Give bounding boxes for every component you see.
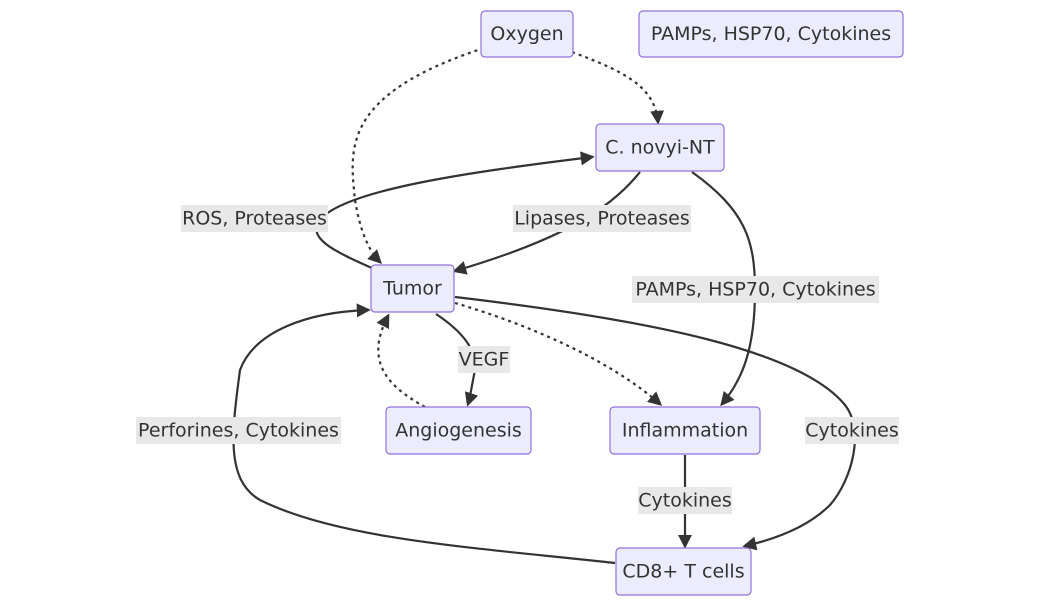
node-inflammation-label: Inflammation — [622, 420, 748, 442]
edge-label-vegf-text: VEGF — [459, 349, 510, 371]
node-tumor-label: Tumor — [382, 278, 442, 300]
node-oxygen[interactable]: Oxygen — [480, 10, 574, 58]
edges — [232, 46, 856, 565]
node-tumor[interactable]: Tumor — [370, 264, 455, 313]
edge-label-pamps-hsp70-cytokines-text: PAMPs, HSP70, Cytokines — [635, 279, 875, 301]
edge-label-lipases-proteases-text: Lipases, Proteases — [514, 208, 690, 230]
edge-label-cytokines-tumor-cd8-text: Cytokines — [805, 420, 899, 442]
edge-tumor-to-angiogenesis — [435, 313, 479, 407]
node-cd8-t-cells[interactable]: CD8+ T cells — [615, 547, 752, 596]
node-angiogenesis-label: Angiogenesis — [395, 420, 522, 442]
node-pamps-hsp70-cytokines-label: PAMPs, HSP70, Cytokines — [651, 23, 891, 45]
node-cnovyi-nt[interactable]: C. novyi-NT — [595, 123, 725, 172]
node-inflammation[interactable]: Inflammation — [609, 406, 761, 455]
edge-label-cytokines-inflammation-cd8-text: Cytokines — [638, 490, 732, 512]
node-cd8-t-cells-label: CD8+ T cells — [622, 561, 744, 583]
edge-oxygen-to-cnovyi — [571, 50, 665, 125]
edge-tumor-to-cnovyi — [315, 151, 595, 270]
edge-angiogenesis-to-tumor — [376, 313, 426, 408]
node-cnovyi-nt-label: C. novyi-NT — [605, 137, 715, 159]
edge-oxygen-to-tumor — [351, 46, 485, 264]
edge-label-ros-proteases: ROS, Proteases — [181, 205, 328, 232]
edge-label-pamps-hsp70-cytokines: PAMPs, HSP70, Cytokines — [632, 276, 879, 303]
edge-label-ros-proteases-text: ROS, Proteases — [182, 208, 327, 230]
edge-cd8-to-tumor — [232, 303, 616, 565]
edge-tumor-to-inflammation — [454, 301, 663, 406]
edge-label-perforines-cytokines-text: Perforines, Cytokines — [138, 420, 339, 442]
edge-label-vegf: VEGF — [458, 346, 510, 373]
node-pamps-hsp70-cytokines[interactable]: PAMPs, HSP70, Cytokines — [638, 10, 904, 58]
node-angiogenesis[interactable]: Angiogenesis — [385, 406, 532, 455]
edge-label-lipases-proteases: Lipases, Proteases — [513, 205, 691, 232]
node-oxygen-label: Oxygen — [490, 23, 563, 45]
edge-tumor-to-cd8 — [454, 295, 856, 551]
edge-label-perforines-cytokines: Perforines, Cytokines — [136, 417, 341, 444]
edge-label-cytokines-tumor-cd8: Cytokines — [805, 417, 899, 444]
edge-label-cytokines-inflammation-cd8: Cytokines — [638, 487, 732, 514]
